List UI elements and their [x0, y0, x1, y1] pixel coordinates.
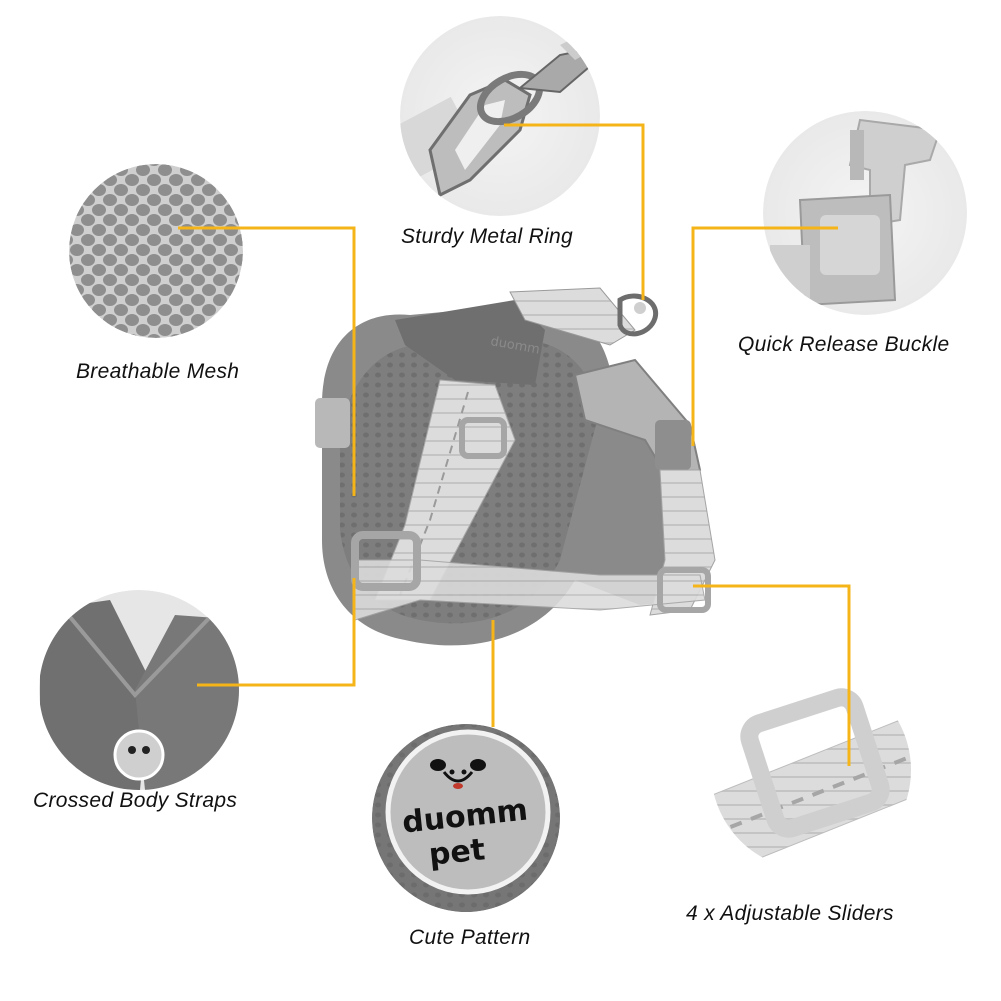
- callout-line-mesh: [178, 226, 356, 496]
- cute-badge-closeup-photo: duomm pet: [372, 724, 560, 912]
- mesh-closeup-photo: [69, 164, 243, 338]
- label-quick-release-buckle: Quick Release Buckle: [738, 333, 950, 356]
- callout-line-sliders: [693, 584, 851, 766]
- crossed-straps-closeup-photo: [39, 590, 239, 790]
- callout-line-buckle: [691, 226, 838, 446]
- callout-lines: [178, 123, 851, 766]
- badge-brand-line2: pet: [427, 832, 487, 873]
- label-crossed-body-straps: Crossed Body Straps: [33, 789, 238, 812]
- label-sturdy-metal-ring: Sturdy Metal Ring: [401, 225, 574, 248]
- callout-line-straps: [197, 578, 356, 687]
- slider-closeup-photo: [711, 670, 911, 870]
- metal-ring-closeup-photo: [400, 16, 600, 216]
- callout-line-ring: [504, 123, 645, 300]
- label-cute-pattern: Cute Pattern: [409, 926, 531, 949]
- puppy-face-icon: [430, 759, 486, 789]
- label-breathable-mesh: Breathable Mesh: [76, 360, 240, 383]
- harness-product-image: duomm: [315, 287, 716, 646]
- label-adjustable-sliders: 4 x Adjustable Sliders: [686, 902, 894, 925]
- buckle-closeup-photo: [763, 111, 967, 315]
